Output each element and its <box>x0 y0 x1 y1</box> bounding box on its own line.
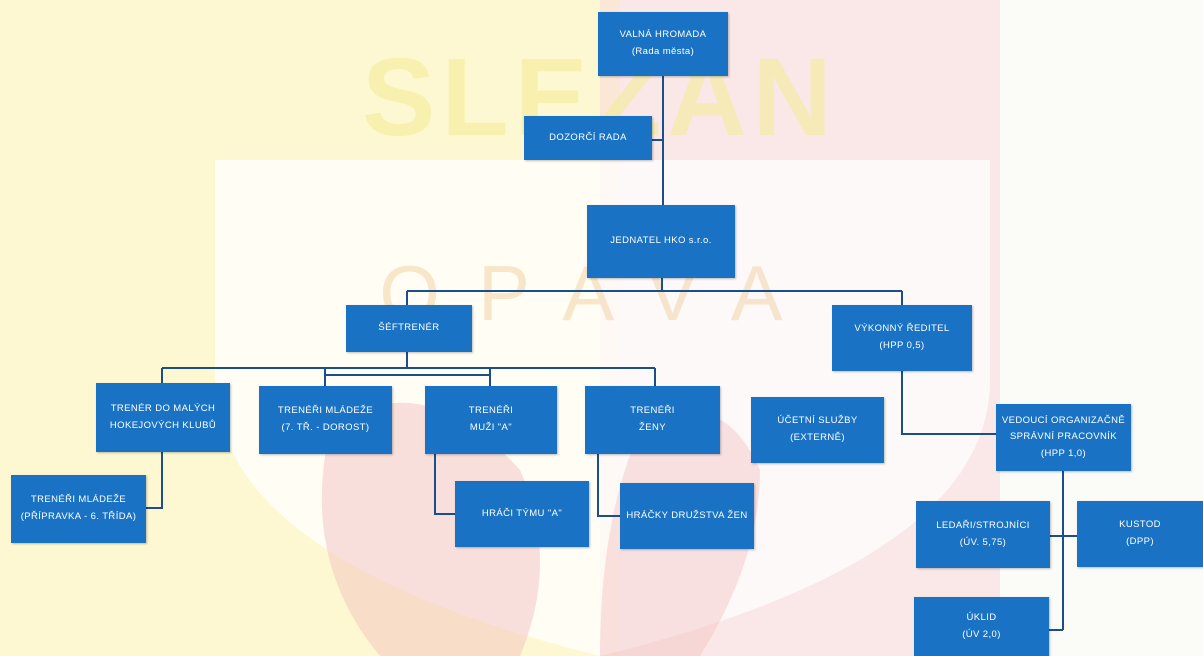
connector-malych-pripravka <box>146 452 163 509</box>
node-trener-malych-klubu: TRENÉR DO MALÝCH HOKEJOVÝCH KLUBŮ <box>96 383 230 452</box>
node-treneri-zeny-line1: TRENÉŘI <box>630 405 675 417</box>
node-vedouci-pracovnik-line1: VEDOUCÍ ORGANIZAČNĚ <box>1001 414 1126 426</box>
node-seftrener: ŠÉFTRENÉR <box>346 305 472 352</box>
node-kustod: KUSTOD (DPP) <box>1077 501 1203 567</box>
node-trener-malych-klubu-line1: TRENÉR DO MALÝCH <box>110 402 216 414</box>
node-treneri-muzi-line1: TRENÉŘI <box>468 405 514 417</box>
node-jednatel-title: JEDNATEL HKO s.r.o. <box>610 235 712 247</box>
node-ucetni-sluzby-line2: (EXTERNĚ) <box>790 432 845 443</box>
node-treneri-mladeze-pripravka-line1: TRENÉŘI MLÁDEŽE <box>30 494 127 506</box>
node-trener-malych-klubu-line2: HOKEJOVÝCH KLUBŮ <box>109 419 217 431</box>
node-treneri-mladeze-pripravka-line2: (PŘÍPRAVKA - 6. TŘÍDA) <box>20 511 137 522</box>
node-seftrener-title: ŠÉFTRENÉR <box>378 322 440 334</box>
node-dozorci-rada-title: DOZORČÍ RADA <box>549 131 627 143</box>
node-treneri-mladeze-line2: (7. TŘ. - DOROST) <box>281 422 370 433</box>
background-eagle-shape <box>321 402 540 656</box>
node-vykonny-reditel-subtitle: (HPP 0,5) <box>879 340 925 351</box>
node-vedouci-pracovnik-line3: (HPP 1,0) <box>1040 447 1087 459</box>
node-ledari: LEDAŘI/STROJNÍCI (ÚV. 5,75) <box>916 501 1050 568</box>
node-treneri-zeny: TRENÉŘI ŽENY <box>585 386 720 454</box>
node-uklid-line1: ÚKLID <box>966 611 997 623</box>
node-hracky-druzstva-zen: HRÁČKY DRUŽSTVA ŽEN <box>620 483 754 549</box>
node-uklid: ÚKLID (ÚV 2,0) <box>914 597 1049 656</box>
node-treneri-muzi-line2: MUŽI "A" <box>469 422 513 433</box>
node-valna-hromada: VALNÁ HROMADA (Rada města) <box>598 12 728 76</box>
node-treneri-muzi: TRENÉŘI MUŽI "A" <box>425 386 557 454</box>
node-ucetni-sluzby-line1: ÚČETNÍ SLUŽBY <box>777 415 858 427</box>
node-uklid-line2: (ÚV 2,0) <box>962 628 1001 640</box>
node-vykonny-reditel: VÝKONNÝ ŘEDITEL (HPP 0,5) <box>832 305 972 371</box>
node-hraci-tymu-a-title: HRÁČI TÝMU "A" <box>481 507 563 519</box>
node-treneri-mladeze-pripravka: TRENÉŘI MLÁDEŽE (PŘÍPRAVKA - 6. TŘÍDA) <box>11 475 146 543</box>
node-valna-hromada-subtitle: (Rada města) <box>631 46 695 57</box>
connector-zeny-hracky <box>597 454 620 517</box>
node-vykonny-reditel-title: VÝKONNÝ ŘEDITEL <box>854 323 950 335</box>
node-jednatel: JEDNATEL HKO s.r.o. <box>587 205 735 278</box>
node-kustod-line2: (DPP) <box>1126 536 1154 547</box>
node-kustod-line1: KUSTOD <box>1119 519 1161 531</box>
node-hracky-druzstva-zen-title: HRÁČKY DRUŽSTVA ŽEN <box>626 509 748 521</box>
node-vedouci-pracovnik: VEDOUCÍ ORGANIZAČNĚ SPRÁVNÍ PRACOVNÍK (H… <box>996 404 1131 471</box>
connector-muzi-hraci <box>434 454 455 515</box>
node-ucetni-sluzby: ÚČETNÍ SLUŽBY (EXTERNĚ) <box>751 397 884 463</box>
connector-reditel-vedouci <box>901 371 998 435</box>
node-ledari-line2: (ÚV. 5,75) <box>959 536 1007 548</box>
node-hraci-tymu-a: HRÁČI TÝMU "A" <box>455 481 589 547</box>
node-treneri-mladeze-line1: TRENÉŘI MLÁDEŽE <box>277 405 374 417</box>
node-vedouci-pracovnik-line2: SPRÁVNÍ PRACOVNÍK <box>1009 431 1118 443</box>
node-ledari-line1: LEDAŘI/STROJNÍCI <box>936 519 1030 531</box>
node-valna-hromada-title: VALNÁ HROMADA <box>619 29 707 41</box>
node-dozorci-rada: DOZORČÍ RADA <box>524 116 652 160</box>
node-treneri-mladeze: TRENÉŘI MLÁDEŽE (7. TŘ. - DOROST) <box>259 386 392 454</box>
node-treneri-zeny-line2: ŽENY <box>639 422 666 433</box>
